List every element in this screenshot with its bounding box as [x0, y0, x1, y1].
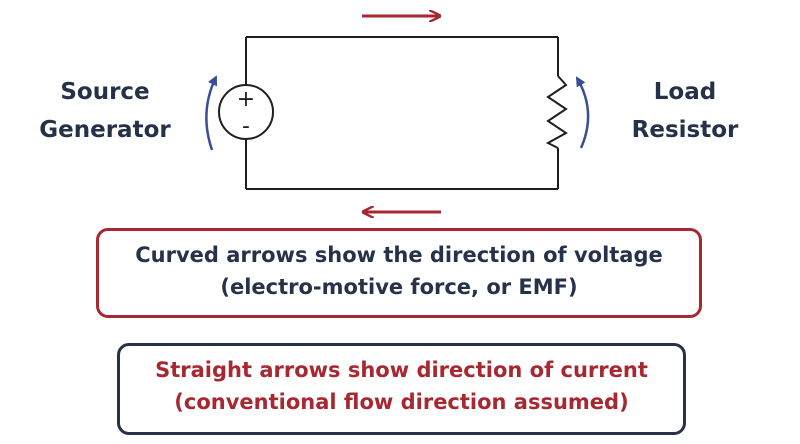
load-label-line2: Resistor: [631, 117, 739, 143]
resistor-symbol: [545, 75, 568, 149]
voltage-note-line1: Curved arrows show the direction of volt…: [135, 243, 663, 267]
voltage-arrow-source: [205, 75, 218, 151]
voltage-arrow-load: [575, 76, 590, 149]
current-explanation-box: Straight arrows show direction of curren…: [117, 343, 686, 435]
circuit-wires: [245, 36, 559, 190]
load-resistor-label: Load Resistor: [610, 73, 760, 149]
voltage-explanation-box: Curved arrows show the direction of volt…: [96, 228, 702, 318]
current-note-line2: (conventional flow direction assumed): [174, 390, 629, 414]
source-label-line2: Generator: [39, 117, 171, 143]
minus-sign: -: [242, 114, 250, 139]
source-label-line1: Source: [60, 79, 150, 105]
current-note-line1: Straight arrows show direction of curren…: [155, 358, 648, 382]
load-label-line1: Load: [653, 79, 717, 105]
voltage-note-line2: (electro-motive force, or EMF): [220, 275, 578, 299]
voltage-source-symbol: + -: [218, 84, 274, 140]
plus-sign: +: [237, 87, 255, 112]
source-generator-label: Source Generator: [30, 73, 180, 149]
